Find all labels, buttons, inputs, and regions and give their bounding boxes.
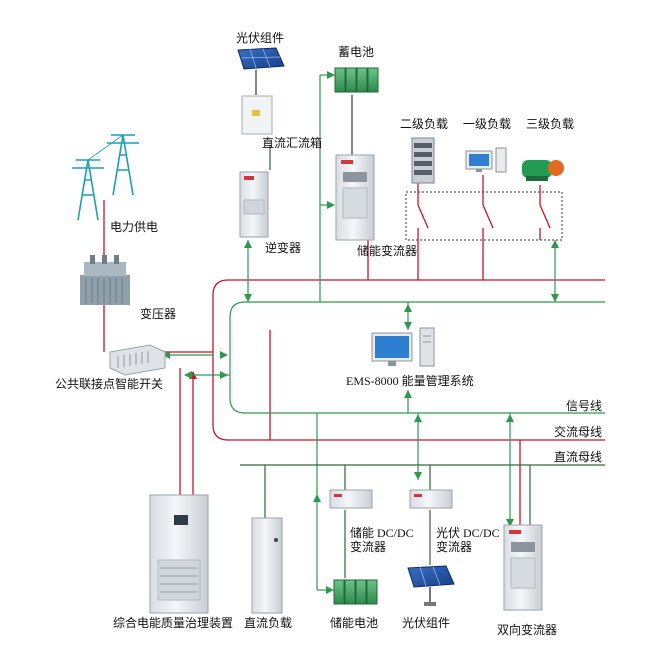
pv-panel-icon-bottom	[407, 565, 455, 606]
pv-dcdc-icon	[409, 489, 453, 509]
label-load-level1: 一级负载	[463, 117, 512, 131]
transmission-tower-icon	[72, 134, 139, 221]
label-dc-load: 直流负载	[244, 616, 293, 630]
pv-panel-icon-top	[237, 47, 285, 70]
label-bidirectional-converter: 双向变流器	[497, 623, 558, 637]
label-transformer: 变压器	[140, 307, 177, 321]
label-pv-module-bottom: 光伏组件	[402, 616, 451, 630]
dc-bus-lines	[240, 145, 605, 578]
signal-arrows	[162, 71, 559, 594]
label-pv-dcdc: 光伏 DC/DC 变流器	[436, 526, 500, 554]
label-ems: EMS-8000 能量管理系统	[346, 374, 474, 388]
ems-computer-icon	[371, 327, 435, 367]
level3-load-icon	[522, 160, 564, 181]
bidirectional-converter-cabinet-icon	[503, 524, 543, 611]
label-inverter: 逆变器	[265, 241, 302, 255]
label-pcc-switch: 公共联接点智能开关	[55, 377, 164, 391]
label-load-level3: 三级负载	[526, 117, 575, 131]
label-battery-top: 蓄电池	[338, 45, 375, 59]
ac-bus-lines	[103, 200, 605, 525]
level2-load-icon	[411, 137, 435, 184]
inverter-cabinet-icon	[239, 171, 269, 238]
battery-icon-top	[334, 67, 379, 93]
power-quality-cabinet-icon	[149, 494, 209, 614]
label-signal-line: 信号线	[566, 399, 603, 413]
label-storage-converter-top: 储能变流器	[357, 244, 418, 258]
battery-icon-bottom	[333, 579, 378, 605]
transformer-icon	[80, 255, 130, 305]
load-switches	[417, 175, 551, 240]
label-dc-combiner: 直流汇流箱	[262, 136, 323, 150]
label-ac-bus: 交流母线	[554, 425, 603, 439]
pv-to-combiner-line	[255, 70, 353, 155]
label-dc-bus: 直流母线	[554, 450, 603, 464]
dc-combiner-box-icon	[241, 95, 273, 135]
label-storage-battery-bottom: 储能电池	[330, 616, 379, 630]
label-pv-module-top: 光伏组件	[236, 31, 285, 45]
level1-load-icon	[465, 147, 507, 173]
pcc-switch-icon	[109, 344, 166, 376]
label-load-level2: 二级负载	[400, 117, 449, 131]
storage-dcdc-icon	[329, 489, 373, 509]
label-grid-supply: 电力供电	[110, 220, 159, 234]
load-switch-box	[405, 191, 563, 241]
label-storage-dcdc: 储能 DC/DC 变流器	[350, 526, 414, 554]
storage-converter-cabinet-icon-top	[335, 154, 375, 241]
label-power-quality: 综合电能质量治理装置	[113, 616, 234, 630]
dc-load-cabinet-icon	[251, 517, 283, 614]
